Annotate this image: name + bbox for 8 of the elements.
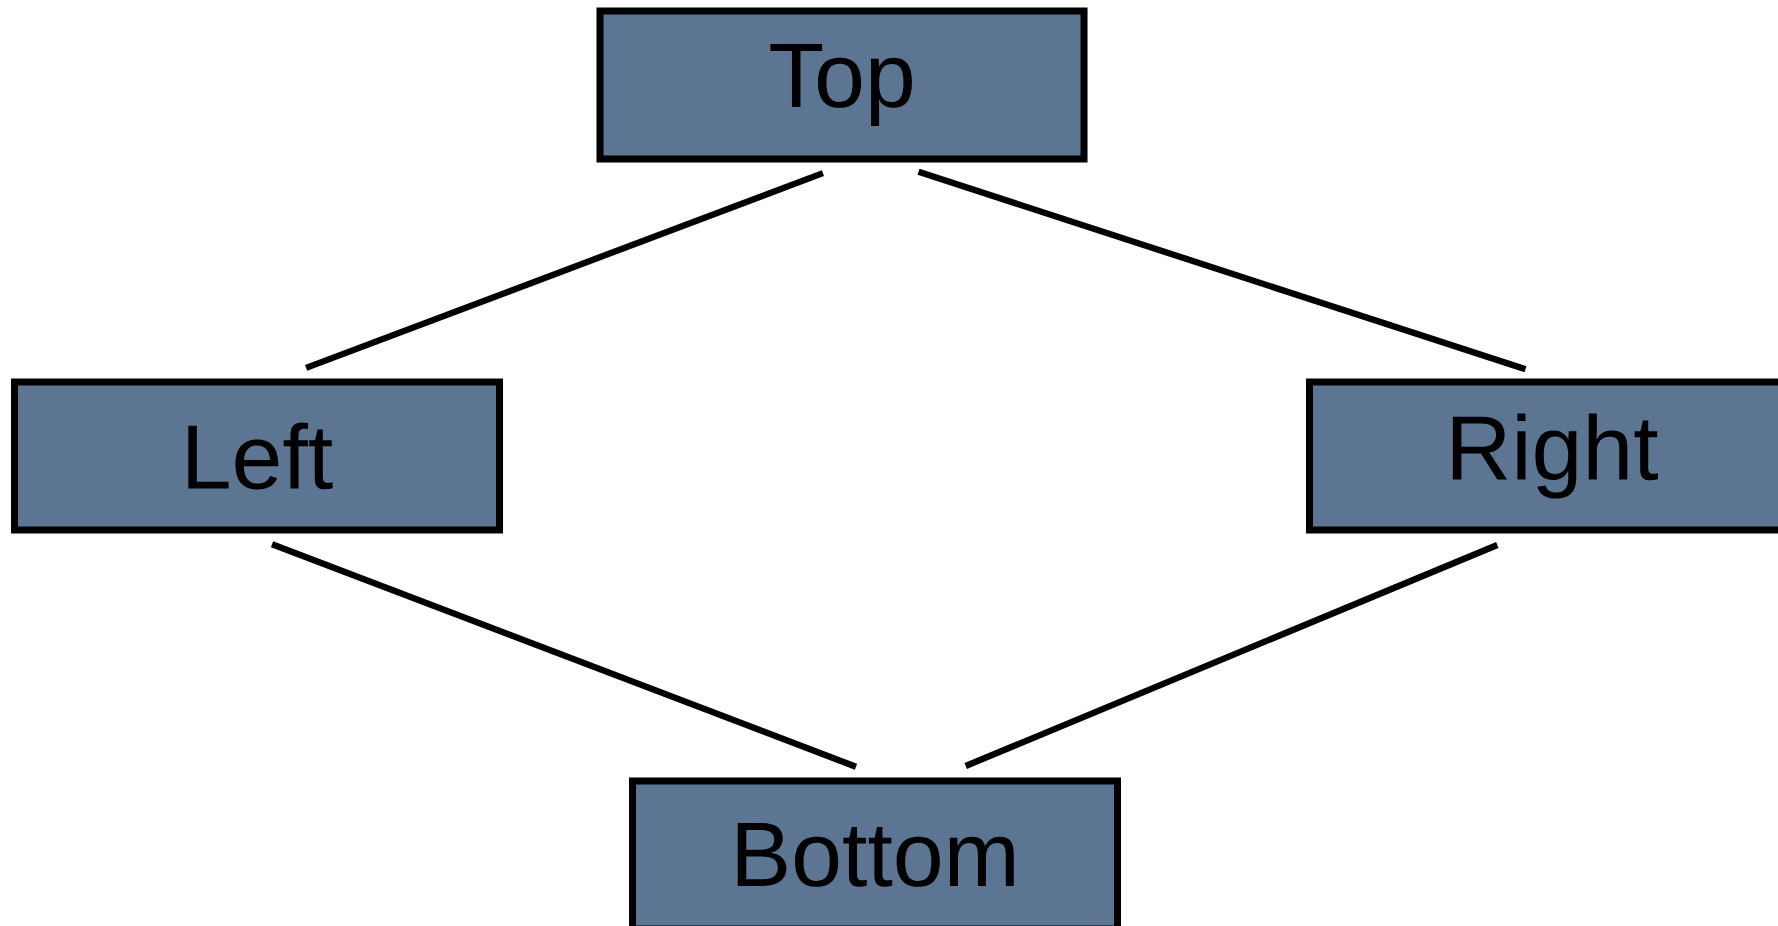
- connector-line: [917, 168, 1527, 373]
- process-box: Top: [596, 7, 1088, 163]
- connector-line: [964, 542, 1499, 769]
- connector-line: [304, 170, 825, 371]
- process-box: Left: [11, 378, 504, 534]
- process-box: Bottom: [629, 777, 1122, 926]
- connector-line: [270, 541, 858, 770]
- process-box: Right: [1306, 378, 1778, 534]
